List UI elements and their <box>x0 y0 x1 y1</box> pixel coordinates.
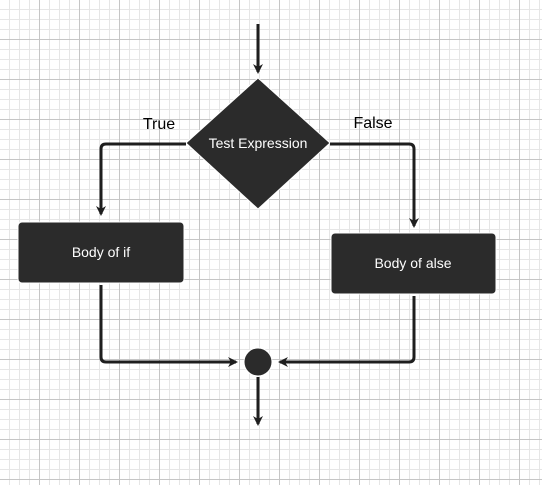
else-to-merge-edge <box>278 296 416 367</box>
decision-label: Test Expression <box>209 135 308 151</box>
else-body-label: Body of alse <box>374 255 451 271</box>
merge-node <box>243 347 273 377</box>
false-label: False <box>353 115 392 132</box>
if-body-label: Body of if <box>72 244 130 260</box>
true-label: True <box>143 116 175 133</box>
else-body-box <box>330 232 497 295</box>
decision-diamond <box>185 77 331 210</box>
if-body-box <box>17 221 185 284</box>
true-branch-edge <box>96 142 186 216</box>
if-to-merge-edge <box>99 285 238 367</box>
false-branch-edge <box>330 142 419 228</box>
